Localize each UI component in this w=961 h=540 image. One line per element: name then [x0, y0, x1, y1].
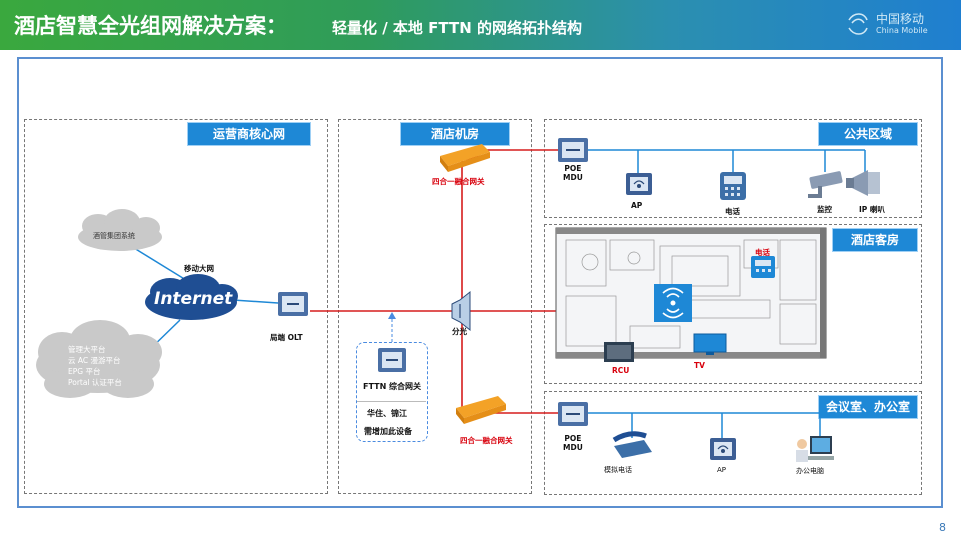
fttn-note-2: 需增加此设备	[364, 427, 412, 436]
monitor-label: 监控	[817, 205, 832, 214]
tv-label: TV	[694, 361, 705, 370]
phone-public-label: 电话	[725, 207, 740, 216]
zone-label-meeting: 会议室、办公室	[818, 395, 918, 419]
platform-2: 云 AC 漫游平台	[68, 356, 121, 365]
poe-mdu-top-label: POE MDU	[563, 164, 583, 182]
page-title: 酒店智慧全光组网解决方案：	[14, 14, 287, 38]
platform-1: 管理大平台	[68, 345, 106, 354]
ip-speaker-label: IP 喇叭	[859, 205, 885, 214]
zone-label-public: 公共区域	[818, 122, 918, 146]
fttn-gateway-label: FTTN 综合网关	[363, 382, 422, 391]
gateway-room-label: 四合一融合网关	[562, 331, 615, 340]
logo-text: 中国移动	[876, 12, 925, 26]
mobile-net-label: 移动大网	[184, 264, 214, 273]
zone-label-server-room: 酒店机房	[400, 122, 510, 146]
ap-meeting-label: AP	[717, 466, 727, 474]
room-phone-label: 电话	[755, 248, 770, 257]
header-bar	[0, 0, 961, 50]
zone-guest-room	[544, 224, 922, 384]
zone-operator-core	[24, 119, 328, 494]
internet-label: Internet	[154, 289, 233, 309]
fttn-box	[356, 342, 428, 442]
platform-3: EPG 平台	[68, 367, 101, 376]
gateway-top-label: 四合一融合网关	[432, 177, 485, 186]
page-number: 8	[939, 521, 946, 534]
zone-label-guest-room: 酒店客房	[832, 228, 918, 252]
diagram-frame	[17, 57, 943, 508]
poe-mdu-bottom-label: POE MDU	[563, 434, 583, 452]
zone-server-room	[338, 119, 532, 494]
analog-phone-label: 模拟电话	[604, 466, 632, 474]
office-pc-label: 办公电脑	[796, 467, 824, 475]
fttn-note-1: 华住、锦江	[367, 409, 407, 418]
rcu-label: RCU	[612, 366, 630, 375]
olt-label: 局端 OLT	[270, 333, 303, 342]
zone-public	[544, 119, 922, 218]
gateway-bottom-label: 四合一融合网关	[460, 436, 513, 445]
logo-english: China Mobile	[876, 26, 928, 35]
group-system-label: 酒管集团系统	[93, 232, 135, 240]
fttn-note-divider	[357, 401, 426, 402]
platform-4: Portal 认证平台	[68, 378, 122, 387]
page-subtitle: 轻量化 / 本地 FTTN 的网络拓扑结构	[332, 19, 582, 37]
zone-meeting-office	[544, 391, 922, 495]
zone-label-operator: 运营商核心网	[187, 122, 311, 146]
ap-public-label: AP	[631, 201, 643, 210]
splitter-label: 分光	[452, 327, 467, 336]
